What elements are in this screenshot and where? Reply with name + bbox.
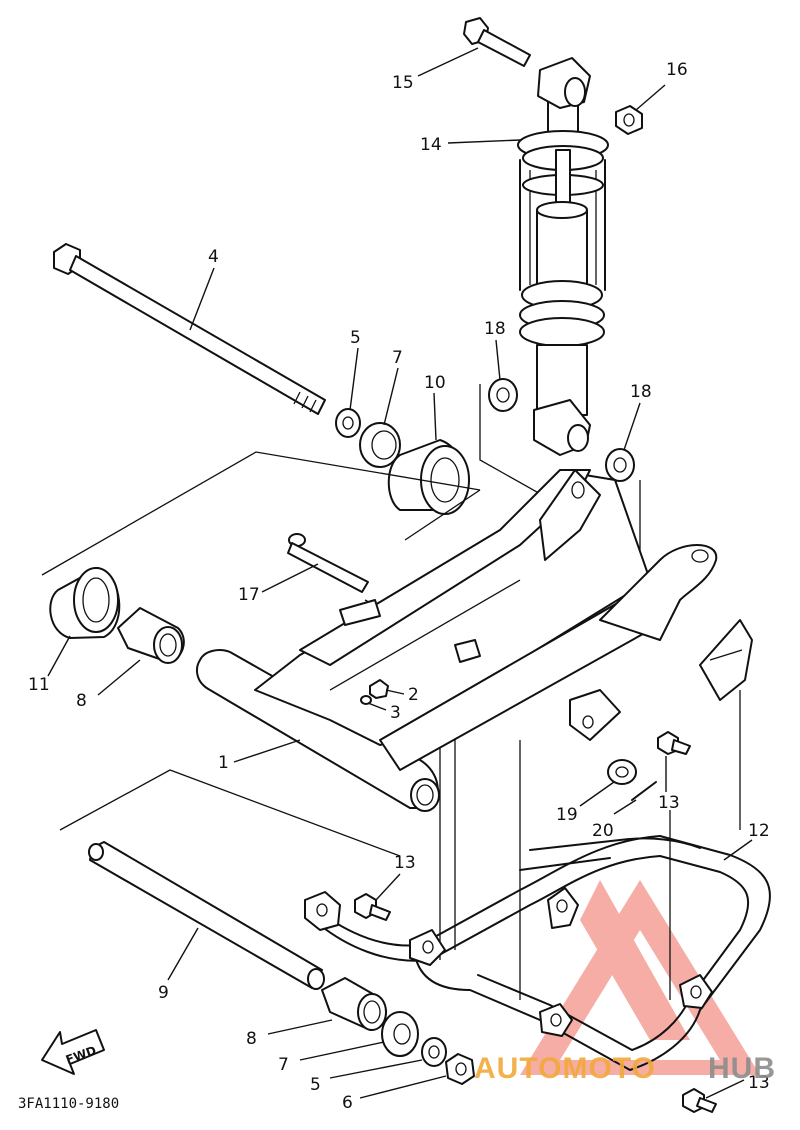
washer-19 [607, 759, 637, 785]
callout-4: 4 [208, 247, 219, 267]
shaft-9 [88, 841, 325, 990]
cap-3 [360, 695, 372, 705]
watermark-hub: HUB [708, 1052, 776, 1085]
callout-18-left: 18 [484, 319, 506, 339]
grease-nipple-2 [369, 679, 389, 699]
bolt-13-middle [354, 893, 391, 921]
watermark-automoto: AUTOMOTO [474, 1052, 656, 1085]
callout-11: 11 [28, 675, 50, 695]
callout-10: 10 [424, 373, 446, 393]
callout-7-lower: 7 [278, 1055, 289, 1075]
bolt-15 [463, 17, 531, 67]
washer-5-lower [421, 1037, 447, 1067]
collar-18-right [605, 448, 635, 482]
washer-5-upper [335, 408, 361, 438]
callout-18-right: 18 [630, 382, 652, 402]
shock-absorber-14 [517, 57, 609, 456]
callout-12: 12 [748, 821, 770, 841]
callout-1: 1 [218, 753, 229, 773]
collar-18-left [488, 378, 518, 412]
callout-17: 17 [238, 585, 260, 605]
bushing-11 [49, 567, 121, 639]
cotter-pin-20 [631, 781, 657, 801]
callout-8-upper: 8 [76, 691, 87, 711]
nut-16 [615, 105, 643, 135]
oil-seal-7-lower [381, 1011, 419, 1057]
watermark-logo [520, 880, 760, 1075]
callout-7-upper: 7 [392, 348, 403, 368]
callout-19: 19 [556, 805, 578, 825]
guard-12 [304, 835, 771, 1071]
pivot-shaft-4 [53, 243, 326, 415]
bolt-13-upper [657, 731, 691, 755]
callout-labels: 15 16 14 4 5 7 10 18 18 17 11 8 2 3 1 19… [28, 60, 770, 1113]
bolt-13-lower [682, 1088, 717, 1113]
swingarm-1 [196, 469, 753, 812]
callout-5-upper: 5 [350, 328, 361, 348]
shaft-17 [287, 533, 369, 593]
watermark-text: AUTOMOTO HUB [474, 1052, 776, 1085]
nut-6 [445, 1053, 475, 1085]
callout-13-lower: 13 [748, 1073, 770, 1093]
callout-20: 20 [592, 821, 614, 841]
callout-8-lower: 8 [246, 1029, 257, 1049]
oil-seal-7-upper [359, 422, 401, 468]
bushing-8-upper [117, 607, 185, 664]
callout-16: 16 [666, 60, 688, 80]
diagram-code: 3FA1110-9180 [18, 1096, 119, 1112]
callout-5-lower: 5 [310, 1075, 321, 1095]
callout-6: 6 [342, 1093, 353, 1113]
bushing-10 [387, 439, 470, 515]
callout-3: 3 [390, 703, 401, 723]
fwd-arrow-icon: FWD [41, 1029, 105, 1075]
bushing-8-lower [321, 977, 387, 1031]
leader-lines [47, 47, 753, 1099]
callout-2: 2 [408, 685, 419, 705]
callout-9: 9 [158, 983, 169, 1003]
callout-13-middle: 13 [394, 853, 416, 873]
callout-15: 15 [392, 73, 414, 93]
callout-13-upper: 13 [658, 793, 680, 813]
callout-14: 14 [420, 135, 442, 155]
